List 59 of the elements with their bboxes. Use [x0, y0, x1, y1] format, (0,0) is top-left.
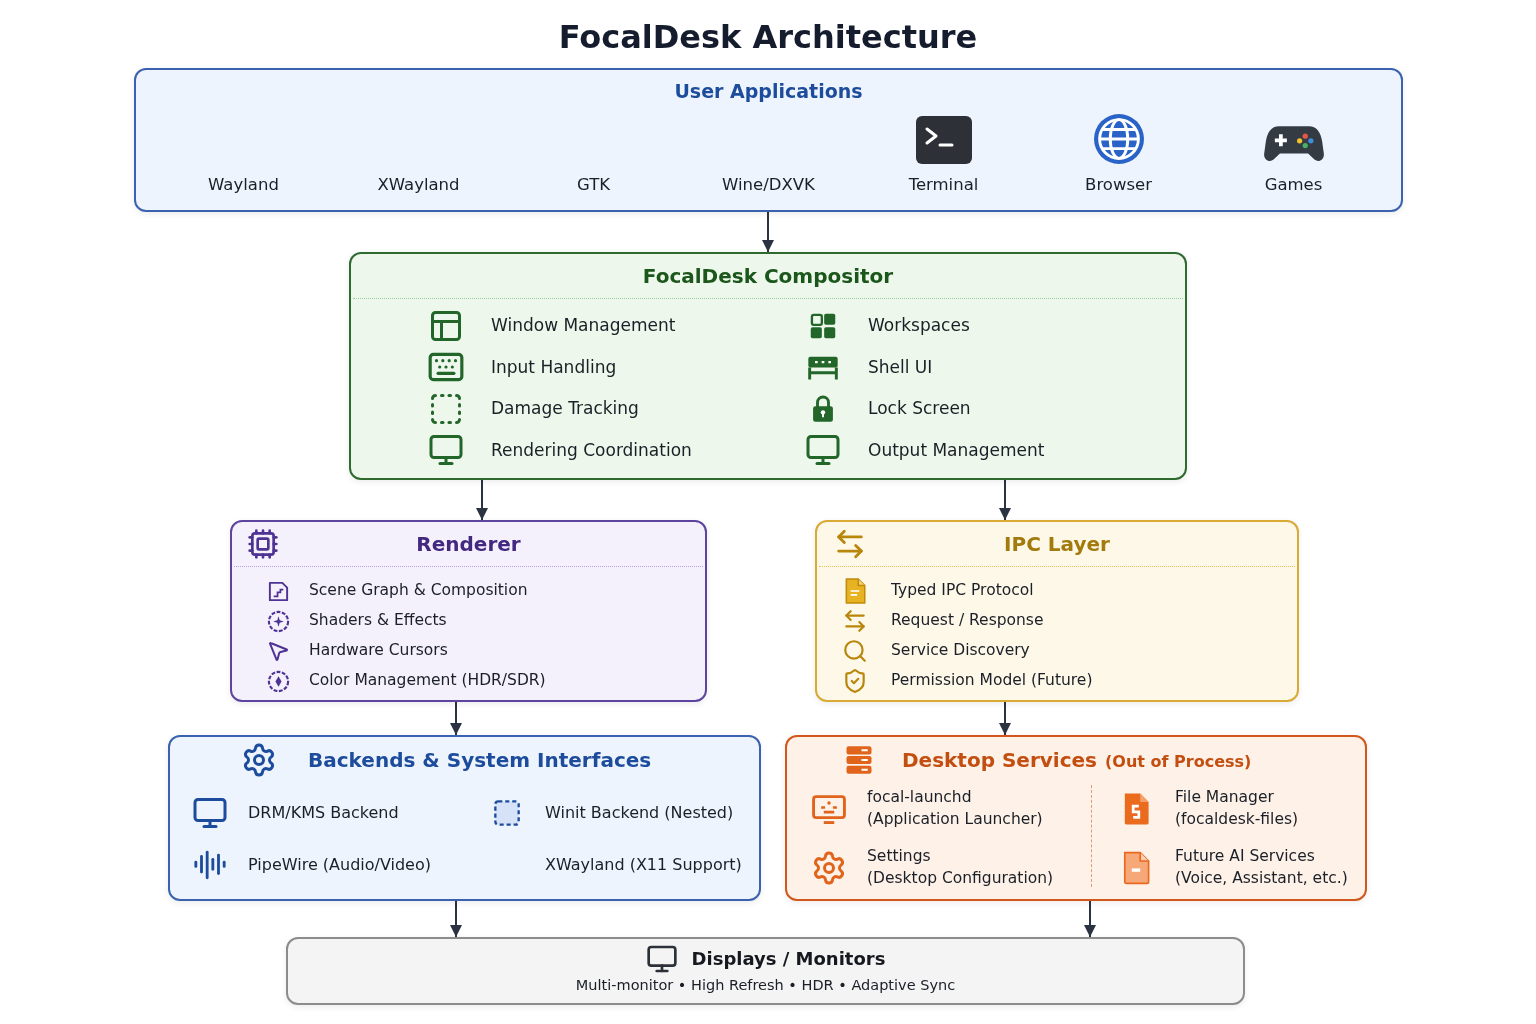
feature-label: Lock Screen: [868, 398, 971, 420]
service-name: Future AI Services: [1175, 846, 1316, 868]
arrow: [476, 479, 488, 521]
layer-panel: [349, 252, 1187, 480]
service-description: (focaldesk-files): [1175, 809, 1299, 830]
section-heading: Backends & System Interfaces: [308, 748, 652, 772]
feature-label: Output Management: [868, 439, 1045, 461]
service-description: (Voice, Assistant, etc.): [1175, 868, 1348, 889]
layer-panel: [815, 520, 1299, 702]
layer-panel: [168, 735, 761, 901]
service-name: focal-launchd: [867, 787, 973, 809]
feature-label: DRM/KMS Backend: [248, 803, 399, 823]
section-heading: Displays / Monitors: [691, 948, 886, 970]
arrow: [450, 701, 462, 736]
section-heading: Desktop Services: [902, 748, 1097, 772]
section-heading: Renderer: [416, 532, 521, 556]
feature-label: Hardware Cursors: [309, 641, 448, 661]
layer-panel: [230, 520, 707, 702]
feature-label: Window Management: [491, 315, 676, 337]
app-label: XWayland: [377, 175, 460, 196]
arrow: [999, 701, 1011, 736]
app-label: Browser: [1085, 175, 1152, 196]
arrow: [999, 479, 1011, 521]
app-label: Wayland: [208, 175, 279, 196]
layer-panel: [785, 735, 1367, 901]
section-heading: IPC Layer: [1004, 532, 1110, 556]
feature-label: Request / Response: [891, 611, 1044, 631]
feature-label: Winit Backend (Nested): [545, 803, 734, 823]
feature-label: Typed IPC Protocol: [891, 581, 1034, 601]
arrow: [1084, 900, 1096, 938]
section-subheading: (Out of Process): [1105, 752, 1252, 772]
feature-label: Shaders & Effects: [309, 611, 447, 631]
feature-label: Rendering Coordination: [491, 439, 692, 461]
service-name: File Manager: [1175, 787, 1275, 809]
feature-label: Damage Tracking: [491, 398, 639, 420]
section-heading: FocalDesk Compositor: [642, 264, 894, 288]
feature-label: XWayland (X11 Support): [545, 855, 742, 875]
feature-label: PipeWire (Audio/Video): [248, 855, 431, 875]
service-description: (Application Launcher): [867, 809, 1043, 830]
service-description: (Desktop Configuration): [867, 868, 1054, 889]
diagram-title: FocalDesk Architecture: [558, 17, 978, 58]
service-name: Settings: [867, 846, 932, 868]
app-label: GTK: [576, 175, 611, 196]
feature-label: Input Handling: [491, 356, 617, 378]
layer-panel: [134, 68, 1403, 212]
section-heading: User Applications: [674, 79, 863, 103]
feature-label: Shell UI: [868, 356, 933, 378]
app-label: Games: [1264, 175, 1323, 196]
feature-label: Workspaces: [868, 315, 970, 337]
arrow: [762, 211, 774, 253]
app-label: Terminal: [908, 175, 979, 196]
feature-label: Scene Graph & Composition: [309, 581, 528, 601]
feature-label: Color Management (HDR/SDR): [309, 671, 546, 691]
layer-panel: [286, 937, 1245, 1005]
feature-label: Service Discovery: [891, 641, 1030, 661]
feature-list: Multi-monitor • High Refresh • HDR • Adaptive Sync: [575, 976, 956, 995]
arrow: [450, 900, 462, 938]
feature-label: Permission Model (Future): [891, 671, 1093, 691]
app-label: Wine/DXVK: [722, 175, 815, 196]
